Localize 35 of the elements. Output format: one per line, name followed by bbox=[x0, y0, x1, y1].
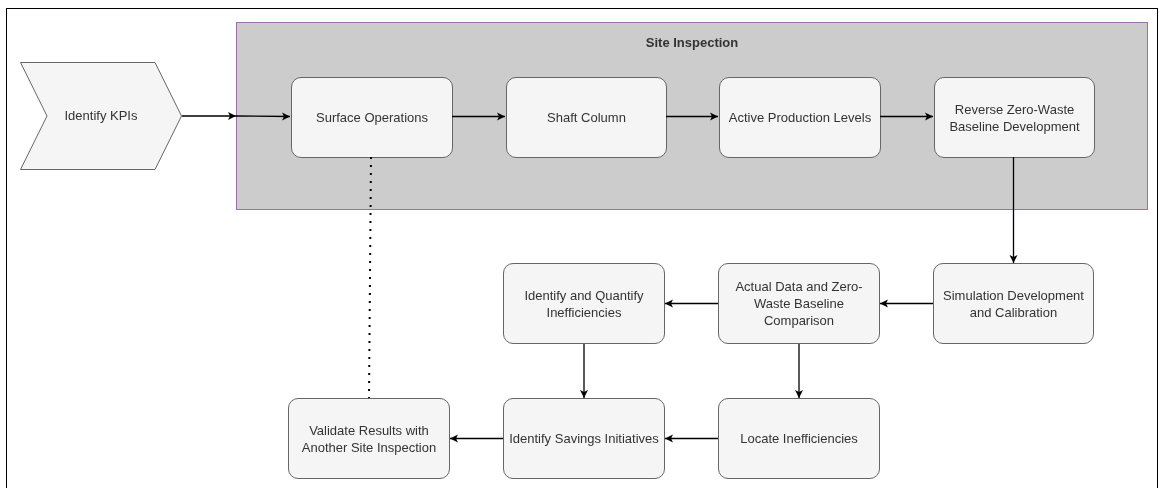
arrow bbox=[879, 299, 934, 308]
box-label: Identify Savings Initiatives bbox=[509, 430, 659, 447]
box-label: Surface Operations bbox=[316, 109, 428, 126]
chevron-step bbox=[20, 62, 182, 170]
box-label: Identify and Quantify Inefficiencies bbox=[523, 286, 645, 321]
arrow bbox=[665, 112, 719, 121]
arrow bbox=[664, 434, 719, 443]
arrow bbox=[795, 343, 803, 399]
group-title: Site Inspection bbox=[644, 34, 740, 52]
step-label: Identify KPIs bbox=[63, 107, 139, 126]
process-box bbox=[933, 263, 1094, 344]
process-box bbox=[291, 77, 453, 158]
arrow bbox=[449, 434, 504, 443]
box-label: Simulation Development and Calibration bbox=[942, 286, 1085, 321]
box-label: Actual Data and Zero-Waste Baseline Comparison bbox=[734, 278, 864, 329]
box-label: Shaft Column bbox=[547, 109, 626, 126]
box-label: Locate Inefficiencies bbox=[740, 430, 858, 447]
process-box bbox=[718, 263, 880, 344]
process-box bbox=[506, 77, 667, 158]
process-box bbox=[719, 77, 881, 158]
box-label: Reverse Zero-Waste Baseline Development bbox=[948, 100, 1081, 135]
arrow bbox=[664, 299, 719, 308]
box-label: Active Production Levels bbox=[728, 109, 872, 126]
process-box bbox=[718, 398, 880, 479]
arrow bbox=[451, 112, 506, 121]
process-box bbox=[934, 77, 1095, 158]
group-panel bbox=[236, 22, 1148, 210]
arrow bbox=[1009, 156, 1018, 264]
process-box bbox=[503, 263, 665, 344]
process-box bbox=[503, 398, 665, 479]
arrow bbox=[181, 112, 291, 121]
box-label: Validate Results with Another Site Inspection bbox=[300, 421, 438, 456]
arrow bbox=[580, 343, 588, 399]
arrow bbox=[879, 112, 934, 121]
process-box bbox=[288, 398, 450, 479]
